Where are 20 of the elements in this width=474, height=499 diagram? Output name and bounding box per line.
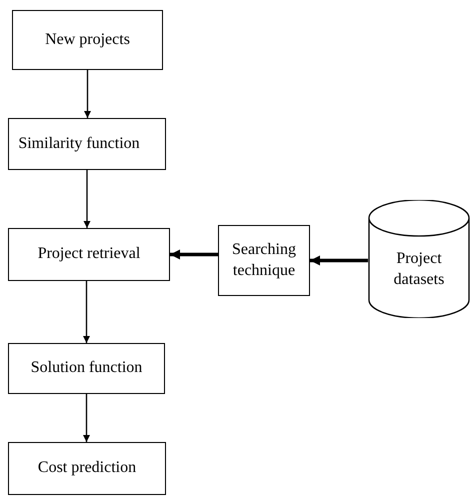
arrow [83,281,90,343]
box-label: Project datasets [392,249,446,290]
process-box [8,343,165,394]
box-label: Project retrieval [38,244,140,264]
process-box [8,118,166,170]
arrow [84,70,91,118]
box-label: Similarity function [18,134,140,154]
box-label: Cost prediction [38,458,136,478]
process-box [8,442,166,495]
database-cylinder [368,200,470,318]
process-box [8,228,170,281]
process-box [218,225,310,296]
box-label: Searching technique [231,240,297,280]
process-box [12,10,163,70]
arrow [83,394,90,442]
arrow [310,256,368,266]
box-label: Solution function [30,358,142,378]
arrow [84,170,90,228]
arrow [170,250,218,260]
box-label: New projects [45,30,130,50]
